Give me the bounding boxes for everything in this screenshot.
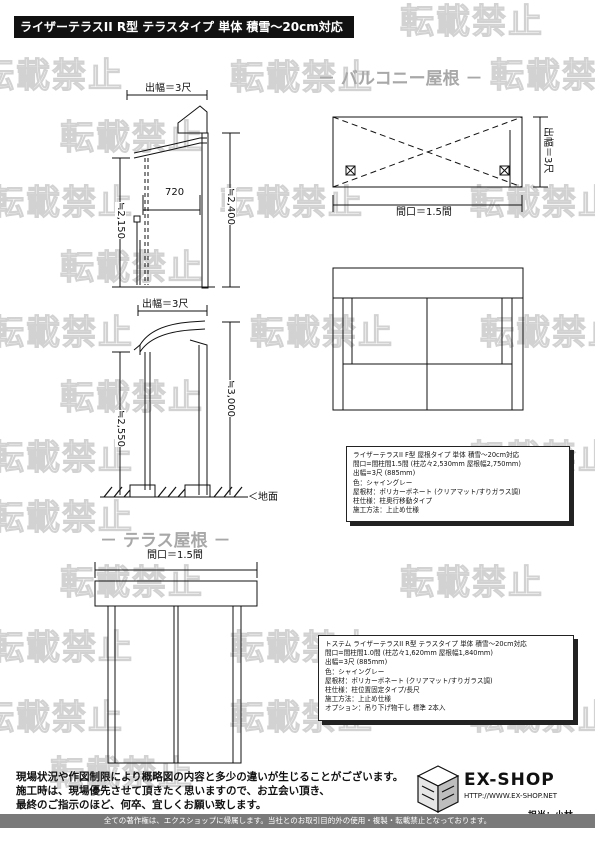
front-view-balcony (332, 267, 524, 411)
watermark: 転載禁止 (60, 118, 204, 159)
side-view-2-height-right: ≒3,000 (225, 380, 236, 418)
front-view-terrace-width-label: 間口＝1.5間 (147, 550, 203, 561)
watermark: 転載禁止 (0, 628, 134, 669)
notice-line: 施工時は、現場優先させて頂きたく思いますので、お立会い頂き、 (16, 785, 330, 797)
watermark: 転載禁止 (230, 58, 374, 99)
side-view-1-height-right: ≒2,400 (225, 188, 236, 226)
watermark: 転載禁止 (400, 2, 544, 43)
logo-url: HTTP://WWW.EX-SHOP.NET (464, 792, 558, 800)
notice-line: 現場状況や作図制限により概略図の内容と多少の違いが生じることがございます。 (16, 771, 404, 783)
watermark: 転載禁止 (0, 56, 124, 97)
watermark: 転載禁止 (250, 313, 394, 354)
watermark: 転載禁止 (0, 498, 134, 539)
spec-line: 色：シャイングレー (325, 667, 385, 676)
watermark: 転載禁止 (0, 313, 134, 354)
spec-line: オプション：吊り下げ物干し 標準 2本入 (325, 704, 446, 713)
logo-cube-icon (416, 765, 460, 813)
watermark: 転載禁止 (400, 563, 544, 604)
spec-line: 柱仕様：柱位置固定タイプ/長尺 (325, 686, 420, 695)
notice-text: 現場状況や作図制限により概略図の内容と多少の違いが生じることがございます。 施工… (16, 770, 403, 812)
ground-label: ＜地面 (248, 492, 278, 503)
plan-view-width-label: 間口＝1.5間 (396, 207, 452, 218)
copyright-footer: 全ての著作権は、エクスショップに帰属します。当社とのお取引目的外の使用・複製・転… (0, 814, 595, 828)
side-view-balcony (112, 90, 240, 289)
watermark: 転載禁止 (490, 56, 595, 97)
watermark: 転載禁止 (470, 183, 595, 224)
side-view-1-height-left: ≒2,150 (115, 202, 126, 240)
front-view-terrace (94, 562, 258, 764)
spec-line: 屋根材：ポリカーボネート (クリアマット/すりガラス調) (325, 676, 493, 685)
section-label-terrace: － テラス屋根 － (100, 531, 231, 551)
watermark: 転載禁止 (60, 563, 204, 604)
side-view-2-height-left: ≒2,550 (115, 410, 126, 448)
page-title: ライザーテラスII R型 テラスタイプ 単体 積雪～20cm対応 (14, 16, 354, 38)
watermark: 転載禁止 (50, 754, 194, 795)
ex-shop-logo: EX-SHOP HTTP://WWW.EX-SHOP.NET 担当：小林 (416, 762, 576, 824)
watermark: 転載禁止 (480, 313, 595, 354)
plan-view-depth-label: 出幅＝3尺 (542, 127, 553, 174)
spec-line: 施工方法：上止め仕様 (353, 506, 419, 515)
logo-name: EX-SHOP (464, 770, 555, 790)
spec-box-terrace: トステム ライザーテラスII R型 テラスタイプ 単体 積雪～20cm対応 間口… (318, 635, 574, 721)
spec-line: 出幅=3尺 (885mm) (325, 658, 388, 667)
spec-line: 色：シャイングレー (353, 478, 413, 487)
watermark: 転載禁止 (0, 183, 134, 224)
watermark: 転載禁止 (220, 183, 364, 224)
watermark: 転載禁止 (60, 248, 204, 289)
notice-line: 最終のご指示のほど、何卒、宜しくお願い致します。 (16, 799, 267, 811)
spec-line: 施工方法：上止め仕様 (325, 695, 391, 704)
watermark: 転載禁止 (0, 438, 134, 479)
side-view-1-width-label: 出幅＝3尺 (145, 83, 192, 94)
side-view-1-depth-label: 720 (165, 187, 185, 198)
spec-line: 間口=間柱間1.0間 (柱芯々1,620mm 屋根幅1,840mm) (325, 649, 493, 658)
spec-line: トステム ライザーテラスII R型 テラスタイプ 単体 積雪～20cm対応 (325, 640, 527, 648)
spec-line: 柱仕様：柱奥行移動タイプ (353, 497, 433, 506)
watermark: 転載禁止 (0, 698, 124, 739)
section-label-balcony: － バルコニー屋根 － (318, 69, 483, 89)
spec-box-balcony: ライザーテラスII F型 屋根タイプ 単体 積雪～20cm対応 間口=間柱間1.… (346, 446, 570, 522)
spec-line: ライザーテラスII F型 屋根タイプ 単体 積雪～20cm対応 (353, 451, 520, 459)
watermark: 転載禁止 (60, 378, 204, 419)
side-view-2-width-label: 出幅＝3尺 (142, 299, 189, 310)
side-view-terrace (100, 305, 248, 498)
spec-line: 屋根材：ポリカーボネート (クリアマット/すりガラス調) (353, 487, 521, 496)
plan-view-balcony (332, 116, 548, 212)
spec-line: 間口=間柱間1.5間 (柱芯々2,530mm 屋根幅2,750mm) (353, 460, 521, 469)
spec-line: 出幅=3尺 (885mm) (353, 469, 416, 478)
